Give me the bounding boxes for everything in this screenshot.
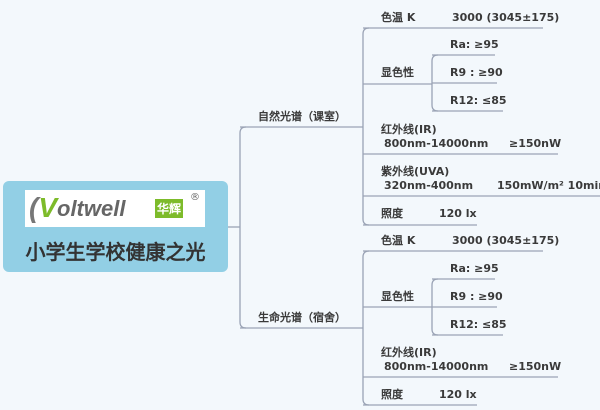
registered-mark: ® [190, 192, 200, 203]
cri-ra[interactable]: Ra: ≥95 [450, 38, 499, 51]
ir-value: ≥150nW [509, 137, 562, 150]
root-node[interactable]: (V oltwell 华辉 ® 小学生学校健康之光 [3, 181, 228, 272]
uva-label[interactable]: 紫外线(UVA) [381, 165, 450, 178]
uva-value: 150mW/m² 10min [497, 179, 600, 192]
lux-label[interactable]: 照度 [381, 388, 403, 401]
cri-r12[interactable]: R12: ≤85 [450, 318, 507, 331]
trunk [239, 126, 247, 329]
voltwell-logo: (V oltwell 华辉 ® [25, 190, 205, 227]
uva-range: 320nm-400nm [384, 179, 474, 192]
ir-range: 800nm-14000nm [384, 360, 489, 373]
ir-label[interactable]: 红外线(IR) [381, 346, 437, 359]
cri-r9[interactable]: R9 : ≥90 [450, 66, 503, 79]
branch-natural-spectrum[interactable]: 自然光谱（课室） [258, 110, 346, 123]
branch-life-spectrum[interactable]: 生命光谱（宿舍） [258, 311, 346, 324]
cri-label[interactable]: 显色性 [381, 66, 414, 79]
lux-value: 120 lx [439, 388, 477, 401]
cct-label[interactable]: 色温 K [381, 11, 416, 24]
cri-r9[interactable]: R9 : ≥90 [450, 290, 503, 303]
ir-label[interactable]: 红外线(IR) [381, 123, 437, 136]
cct-value: 3000 (3045±175) [452, 11, 560, 24]
lux-value: 120 lx [439, 207, 477, 220]
b2-bracket [362, 250, 370, 406]
cri-ra[interactable]: Ra: ≥95 [450, 262, 499, 275]
cct-label[interactable]: 色温 K [381, 234, 416, 247]
cri-r12[interactable]: R12: ≤85 [450, 94, 507, 107]
logo-cn: 华辉 [155, 199, 184, 218]
ir-range: 800nm-14000nm [384, 137, 489, 150]
lux-label[interactable]: 照度 [381, 207, 403, 220]
root-title: 小学生学校健康之光 [25, 240, 206, 264]
ir-value: ≥150nW [509, 360, 562, 373]
cct-value: 3000 (3045±175) [452, 234, 560, 247]
cri-label[interactable]: 显色性 [381, 290, 414, 303]
